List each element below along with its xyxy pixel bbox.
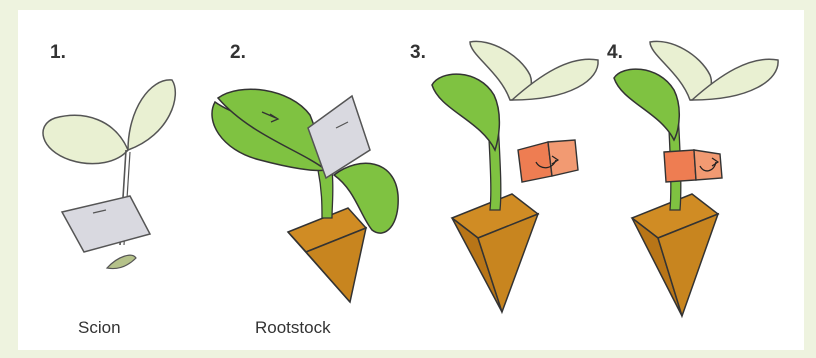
step-4-illustration: [614, 41, 778, 316]
step-2-number: 2.: [230, 42, 246, 64]
step-1-number: 1.: [50, 42, 66, 64]
step-2-rootstock-illustration: [212, 89, 398, 302]
step-1-caption: Scion: [78, 318, 121, 338]
step-3-illustration: [432, 41, 598, 312]
step-1-scion-illustration: [43, 80, 175, 269]
step-4-number: 4.: [607, 42, 623, 64]
step-3-number: 3.: [410, 42, 426, 64]
step-2-caption: Rootstock: [255, 318, 331, 338]
